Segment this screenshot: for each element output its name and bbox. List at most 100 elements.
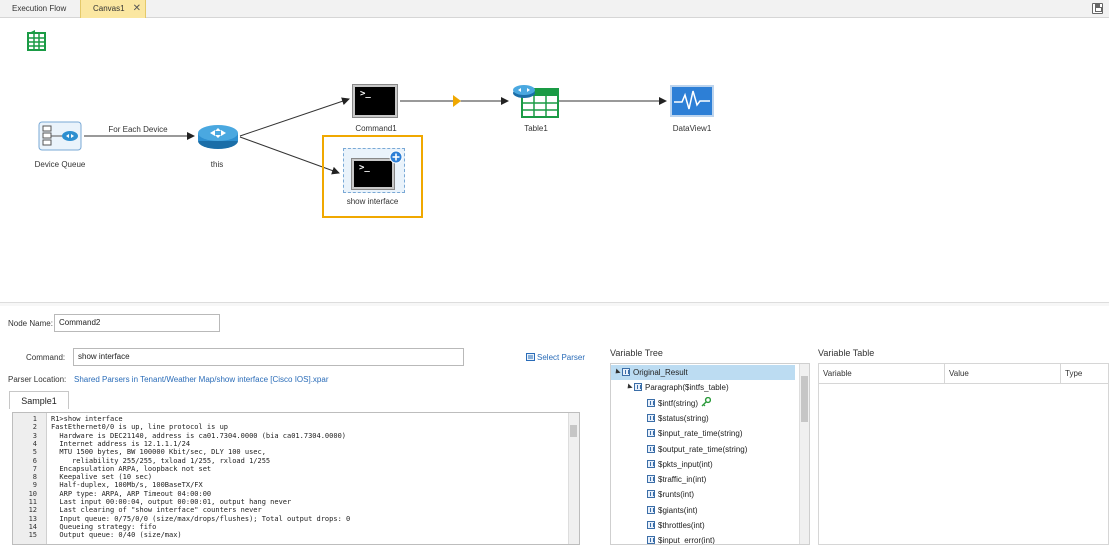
- parser-location-label: Parser Location:: [8, 375, 67, 384]
- select-parser-button[interactable]: Select Parser: [526, 353, 585, 362]
- terminal-icon: >_: [352, 159, 394, 189]
- variable-tree-item-label: $intf(string): [658, 398, 699, 408]
- line-number: 10: [28, 489, 37, 498]
- line-number: 12: [28, 506, 37, 515]
- link-this-command1: [239, 97, 350, 137]
- variable-tree-item-label: Paragraph($intfs_table): [645, 383, 729, 393]
- variable-tree-item[interactable]: $giants(int): [647, 503, 698, 518]
- variable-tree-item[interactable]: $runts(int): [647, 487, 694, 502]
- node-label-this: this: [210, 160, 224, 169]
- variable-tree-item[interactable]: $input_error(int): [647, 533, 715, 545]
- parser-icon: [526, 353, 535, 361]
- code-line: R1>show interface: [51, 415, 123, 423]
- variable-tree-item[interactable]: $pkts_input(int): [647, 457, 713, 472]
- tab-canvas1-label: Canvas1: [93, 4, 125, 13]
- code-line: Encapsulation ARPA, loopback not set: [51, 464, 212, 473]
- variable-tree-item-label: $input_rate_time(string): [658, 429, 743, 439]
- expand-arrow-icon[interactable]: [625, 383, 633, 391]
- line-number: 14: [28, 522, 37, 531]
- line-number: 15: [28, 531, 37, 540]
- command-label: Command:: [26, 353, 66, 362]
- line-number: 2: [32, 423, 37, 432]
- line-number: 9: [32, 481, 37, 490]
- tab-sample1[interactable]: Sample1: [9, 391, 69, 409]
- variable-tree-scroll-thumb[interactable]: [801, 376, 808, 422]
- variable-tree-item[interactable]: $traffic_in(int): [647, 472, 706, 487]
- variable-tree-item[interactable]: $intf(string): [647, 396, 712, 411]
- variable-tree-item-label: $status(string): [658, 413, 709, 423]
- column-header-variable[interactable]: Variable: [819, 364, 945, 384]
- line-number: 7: [32, 464, 37, 473]
- variable-icon: [634, 383, 642, 392]
- parser-location-link[interactable]: Shared Parsers in Tenant/Weather Map/sho…: [74, 375, 329, 384]
- node-name-input[interactable]: Command2: [54, 314, 220, 332]
- node-label-device-queue: Device Queue: [34, 160, 86, 169]
- variable-icon: [647, 459, 655, 468]
- line-number: 13: [28, 514, 37, 523]
- variable-tree-item[interactable]: $throttles(int): [647, 518, 705, 533]
- variable-tree-item[interactable]: $input_rate_time(string): [647, 426, 742, 441]
- variable-icon: [647, 429, 655, 438]
- variable-tree-scrollbar[interactable]: [799, 364, 809, 544]
- variable-icon: [647, 444, 655, 453]
- variable-icon: [647, 475, 655, 484]
- code-line: reliability 255/255, txload 1/255, rxloa…: [51, 456, 271, 465]
- key-icon: [701, 396, 712, 407]
- tab-canvas1[interactable]: Canvas1 ✕: [80, 0, 146, 18]
- variable-icon: [647, 413, 655, 422]
- tab-execution-flow[interactable]: Execution Flow: [12, 4, 67, 13]
- variable-tree-item[interactable]: $output_rate_time(string): [647, 442, 747, 457]
- node-label-table1: Table1: [524, 124, 548, 133]
- variable-icon: [622, 368, 630, 376]
- flow-links: [84, 95, 667, 175]
- variable-icon: [647, 505, 655, 514]
- line-number: 8: [32, 473, 37, 482]
- save-icon[interactable]: [1092, 3, 1103, 14]
- code-line: MTU 1500 bytes, BW 100000 Kbit/sec, DLY …: [51, 448, 266, 457]
- command-input[interactable]: show interface: [73, 348, 464, 366]
- close-icon[interactable]: ✕: [132, 3, 141, 14]
- node-name-label: Node Name:: [8, 319, 53, 328]
- device-queue-icon: [38, 121, 82, 151]
- flow-arrow-icon: [453, 95, 461, 107]
- table-icon: [513, 85, 559, 118]
- terminal-icon: >_: [353, 85, 397, 117]
- code-line: ARP type: ARPA, ARP Timeout 04:00:00: [51, 489, 212, 498]
- spreadsheet-tool-icon[interactable]: [27, 30, 47, 52]
- variable-icon: [647, 398, 655, 407]
- tab-bar: Execution Flow Canvas1 ✕: [0, 0, 1109, 18]
- code-line: Last clearing of "show interface" counte…: [51, 506, 262, 515]
- variable-tree-item-label: $output_rate_time(string): [658, 444, 748, 454]
- code-line: FastEthernet0/0 is up, line protocol is …: [51, 423, 229, 432]
- variable-tree-item[interactable]: Paragraph($intfs_table): [625, 380, 729, 395]
- variable-tree-item-label: $pkts_input(int): [658, 459, 713, 469]
- editor-scroll-thumb[interactable]: [570, 425, 577, 437]
- node-label-command1: Command1: [355, 124, 397, 133]
- node-show-interface[interactable]: >_ show interface: [322, 135, 423, 218]
- variable-tree-item[interactable]: $status(string): [647, 411, 709, 426]
- variable-table[interactable]: Variable Value Type: [818, 363, 1109, 545]
- node-label-dataview1: DataView1: [672, 124, 712, 133]
- add-icon[interactable]: [389, 150, 403, 164]
- variable-tree-item-label: $input_error(int): [658, 536, 715, 545]
- column-header-value[interactable]: Value: [945, 364, 1061, 384]
- line-number: 6: [32, 456, 37, 465]
- flow-canvas[interactable]: Device Queue For Each Device this >_ Com…: [0, 19, 1109, 302]
- edge-label-for-each-device: For Each Device: [108, 125, 168, 134]
- editor-scrollbar[interactable]: [568, 413, 579, 544]
- code-line: Queueing strategy: fifo: [51, 522, 157, 531]
- variable-tree-item-label: $giants(int): [658, 505, 698, 515]
- expand-arrow-icon[interactable]: [613, 368, 621, 376]
- variable-icon: [647, 521, 655, 529]
- line-number: 3: [32, 431, 37, 440]
- code-line: Internet address is 12.1.1.1/24: [51, 439, 191, 448]
- variable-tree-item[interactable]: Original_Result: [611, 365, 795, 380]
- panel-splitter[interactable]: [0, 302, 1109, 306]
- column-header-type[interactable]: Type: [1061, 364, 1109, 384]
- code-line: Last input 00:00:04, output 00:00:01, ou…: [51, 498, 292, 506]
- variable-tree-item-label: $runts(int): [658, 490, 695, 500]
- variable-tree-title: Variable Tree: [610, 348, 663, 358]
